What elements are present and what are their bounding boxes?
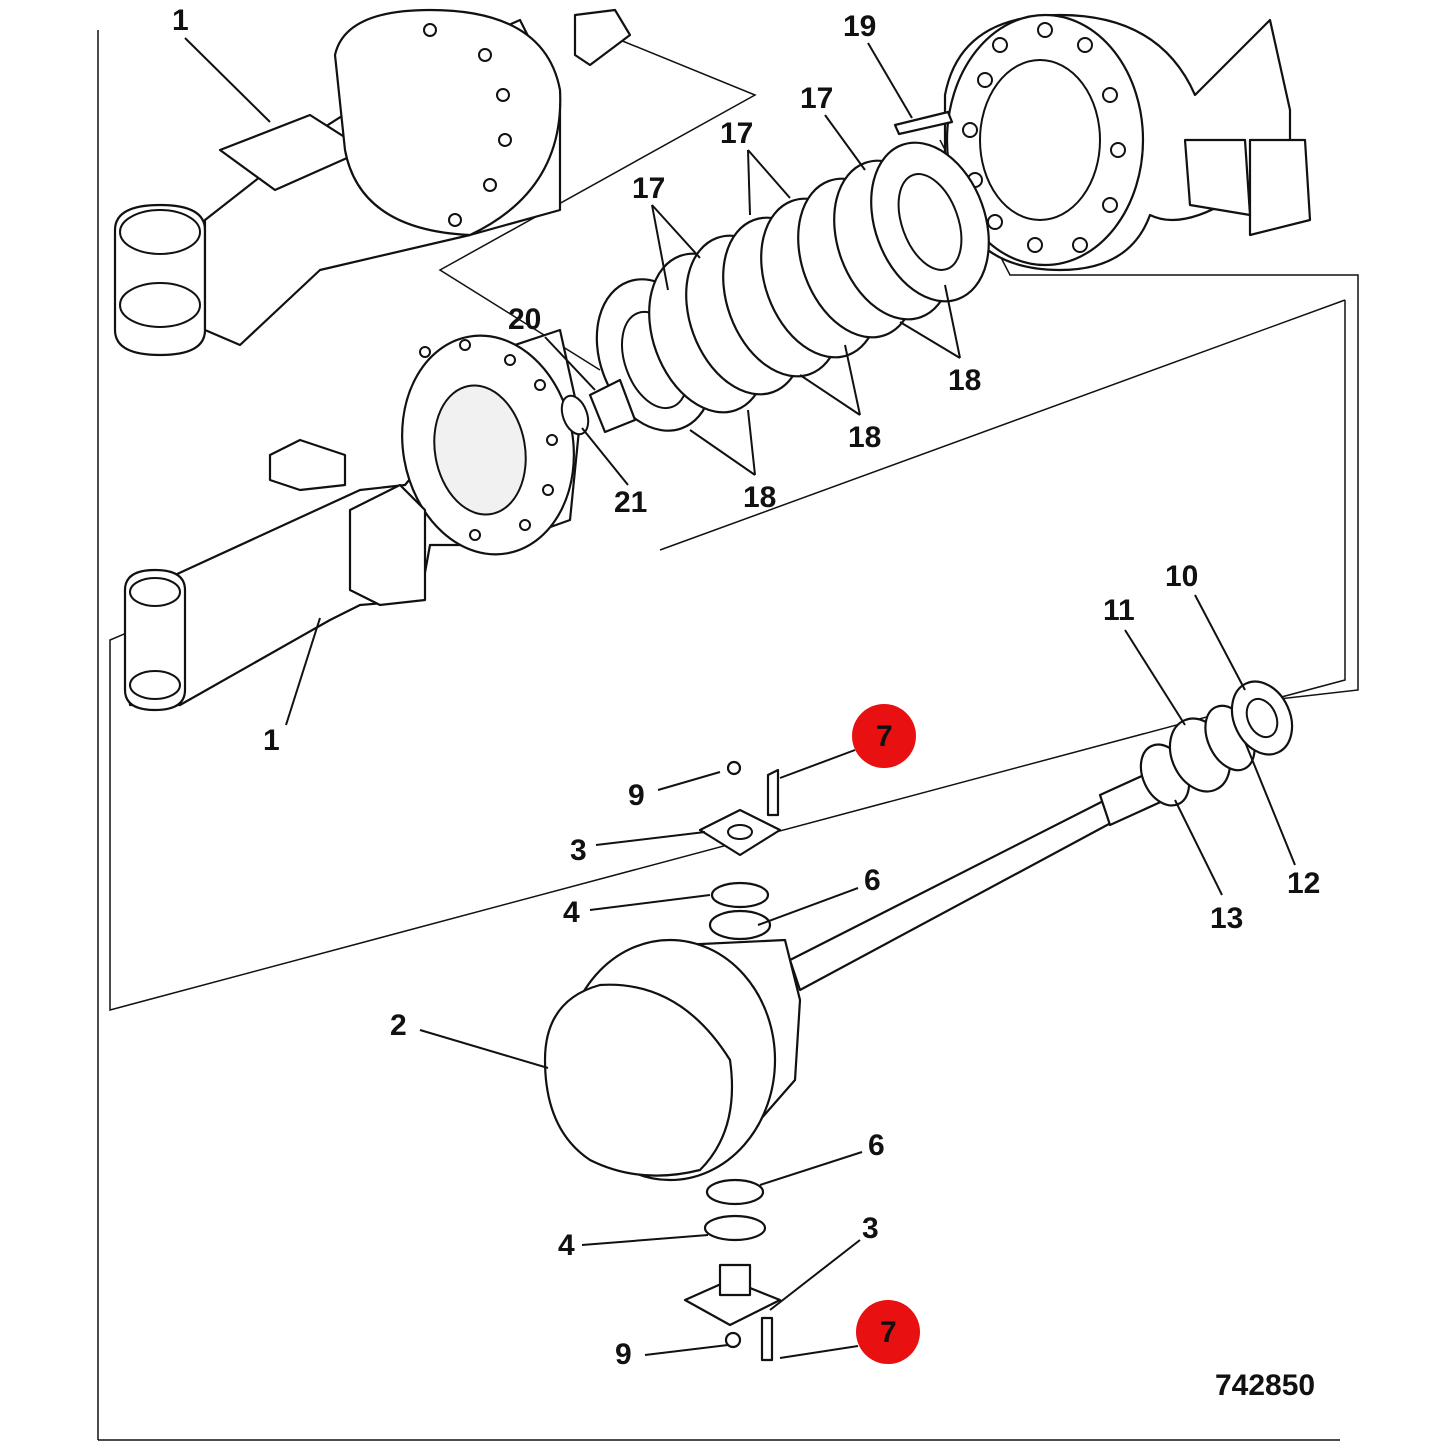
callout-18-b: 18 bbox=[848, 421, 881, 454]
callout-6-lower: 6 bbox=[868, 1129, 885, 1162]
callout-9-lower: 9 bbox=[615, 1338, 632, 1371]
callout-2: 2 bbox=[390, 1009, 407, 1042]
callout-18-c: 18 bbox=[948, 364, 981, 397]
callout-10: 10 bbox=[1165, 560, 1198, 593]
axle-beam-lower bbox=[123, 328, 637, 712]
axle-housing-upper bbox=[113, 8, 632, 357]
brake-disc-pack bbox=[595, 141, 990, 432]
callout-17-a: 17 bbox=[632, 172, 665, 205]
axle-housing-right bbox=[893, 13, 1312, 272]
callout-3-upper: 3 bbox=[570, 834, 587, 867]
callout-7-upper: 7 bbox=[876, 720, 893, 753]
callout-7-lower: 7 bbox=[880, 1316, 897, 1349]
callout-6-upper: 6 bbox=[864, 864, 881, 897]
callout-13: 13 bbox=[1210, 902, 1243, 935]
callout-9-upper: 9 bbox=[628, 779, 645, 812]
callout-19: 19 bbox=[843, 10, 876, 43]
callout-1-upper: 1 bbox=[172, 4, 189, 37]
callout-20: 20 bbox=[508, 303, 541, 336]
callout-11: 11 bbox=[1103, 594, 1135, 627]
drive-shaft-assembly bbox=[788, 680, 1294, 992]
callout-3-lower: 3 bbox=[862, 1212, 879, 1245]
callout-labels: 1 1 2 3 3 4 4 6 6 7 7 9 9 10 11 12 13 17… bbox=[172, 4, 1320, 1402]
leader-lines bbox=[184, 37, 1296, 1359]
callout-17-c: 17 bbox=[800, 82, 833, 115]
callout-12: 12 bbox=[1287, 867, 1320, 900]
callout-18-a: 18 bbox=[743, 481, 776, 514]
hub-assembly bbox=[543, 760, 802, 1362]
callout-21: 21 bbox=[614, 486, 647, 519]
callout-4-upper: 4 bbox=[563, 896, 580, 929]
drawing-number: 742850 bbox=[1215, 1369, 1315, 1402]
callout-1-lower: 1 bbox=[263, 724, 280, 757]
callout-17-b: 17 bbox=[720, 117, 753, 150]
highlight-marker-7-lower bbox=[856, 1300, 920, 1364]
callout-4-lower: 4 bbox=[558, 1229, 575, 1262]
highlight-marker-7-upper bbox=[852, 704, 916, 768]
